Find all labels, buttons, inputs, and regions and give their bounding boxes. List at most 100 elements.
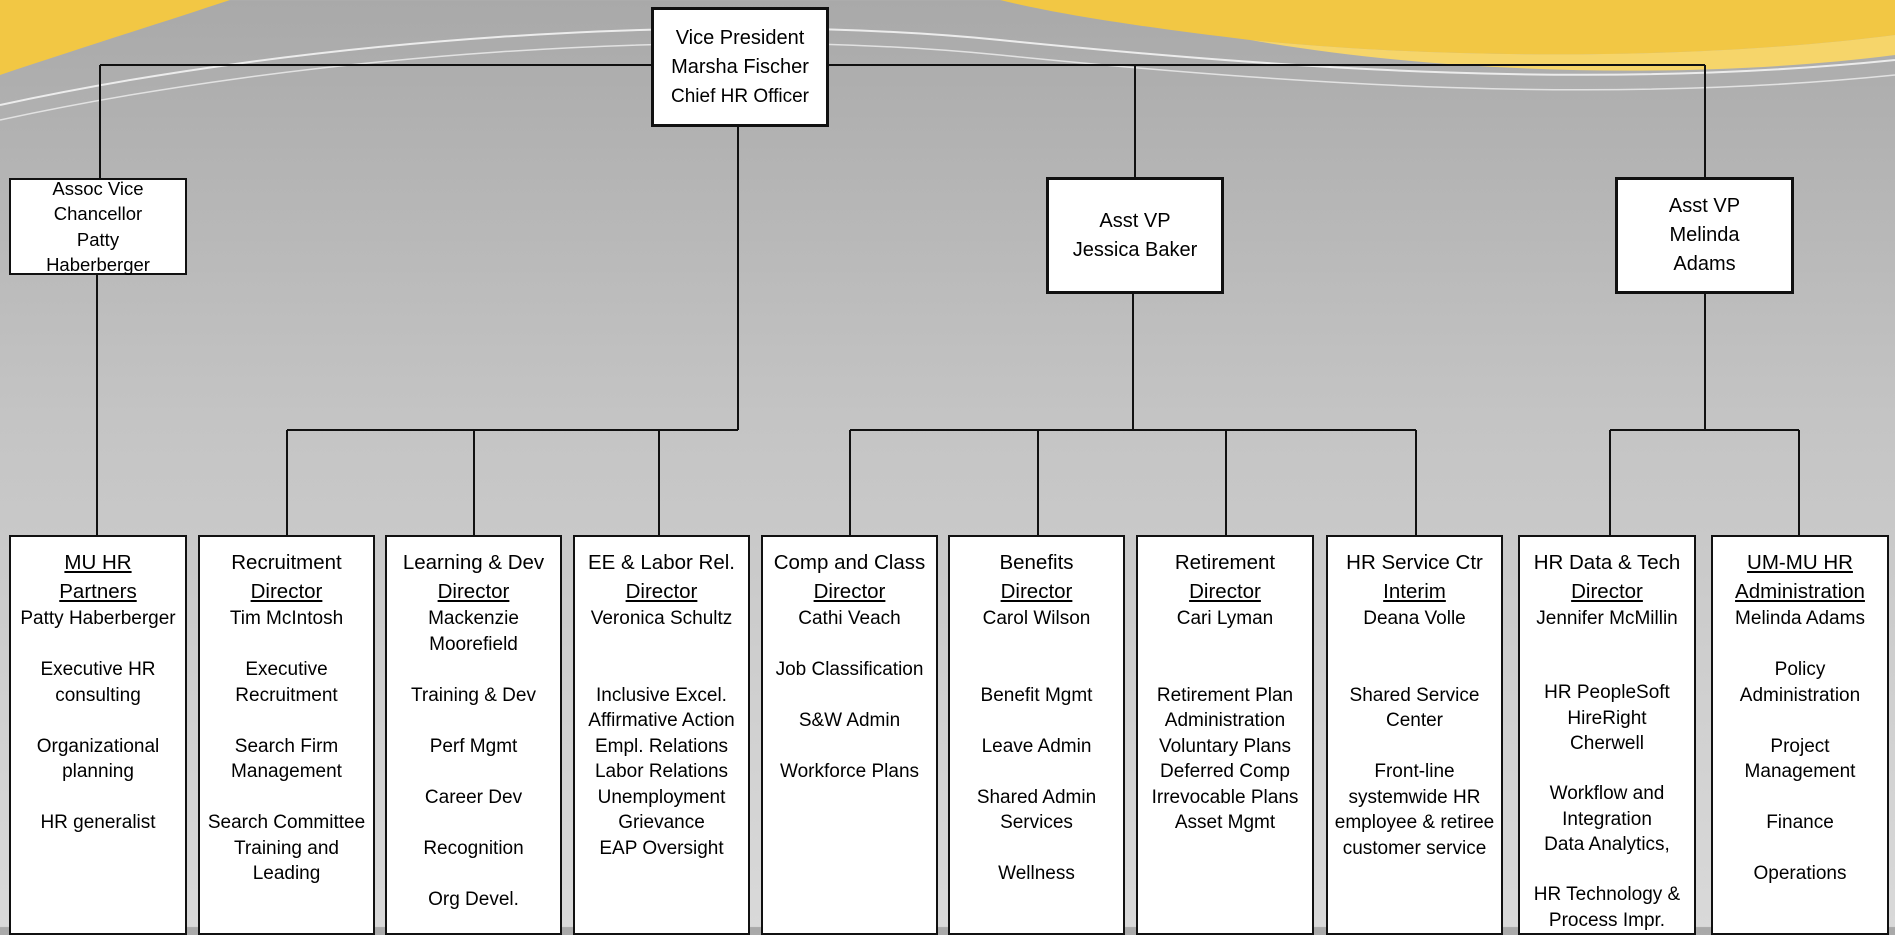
dept-item: Affirmative Action [588, 710, 735, 731]
dept-item: Data Analytics, [1544, 834, 1670, 856]
dept-item: HR generalist [40, 812, 156, 833]
dept-head: Cari Lyman [1176, 608, 1274, 629]
dept-item: Shared Admin Services [976, 786, 1097, 834]
vp-title: Vice President [675, 26, 805, 49]
dept-title: Learning & Dev [402, 551, 545, 574]
dept-head: Carol Wilson [982, 608, 1091, 629]
dept-item: EAP Oversight [599, 837, 724, 859]
dept-head: Veronica Schultz [590, 608, 733, 629]
dept-item: Search Committee Training and Leading [207, 812, 366, 884]
dept-title: EE & Labor Rel. [588, 551, 735, 574]
avp-adams-box: Asst VP Melinda Adams [1615, 177, 1794, 294]
dept-item: Retirement Plan Administration [1156, 684, 1294, 732]
dept-item: Workflow and Integration [1549, 783, 1665, 830]
dept-item: Operations [1753, 863, 1847, 884]
avp-baker-name: Jessica Baker [1072, 238, 1198, 261]
dept-item: Unemployment [597, 786, 726, 808]
avp-adams-name-2: Adams [1673, 253, 1736, 275]
dept-head: Patty Haberberger [20, 608, 176, 629]
avc-line-3: Patty [76, 228, 120, 250]
dept-role: Interim [1383, 579, 1446, 603]
dept-item: Labor Relations [594, 761, 729, 782]
dept-item: Search Firm Management [231, 735, 342, 783]
swoosh-line-2 [0, 42, 1895, 121]
dept-role: Director [813, 579, 886, 603]
dept-item: Perf Mgmt [429, 735, 518, 757]
dept-item: Training & Dev [411, 684, 536, 706]
dept-item: Recognition [423, 837, 524, 859]
dept-item: Executive Recruitment [235, 659, 338, 706]
dept-head: Cathi Veach [798, 608, 901, 629]
gold-swoosh-right-light [1250, 35, 1895, 71]
dept-item: Finance [1766, 812, 1834, 833]
dept-item: Empl. Relations [594, 735, 729, 757]
dept-item: Voluntary Plans [1158, 735, 1292, 757]
dept-item: Org Devel. [428, 888, 519, 910]
dept-title: Recruitment [231, 551, 342, 574]
dept-title: Comp and Class [773, 551, 926, 574]
dept-head: Melinda Adams [1735, 608, 1865, 629]
dept-item: Shared Service Center [1349, 684, 1480, 732]
avp-adams-name-1: Melinda [1669, 224, 1740, 246]
avp-baker-title: Asst VP [1099, 209, 1171, 232]
dept-role: Director [1000, 579, 1073, 603]
dept-item: Front-line systemwide HR employee & reti… [1334, 761, 1495, 859]
dept-title: HR Data & Tech [1533, 551, 1681, 574]
gold-swoosh-right [1000, 0, 1895, 55]
vp-role: Chief HR Officer [671, 85, 809, 107]
dept-title: UM-MU HR [1747, 551, 1853, 574]
dept-item: Executive HR consulting [40, 659, 156, 706]
vp-box: Vice President Marsha Fischer Chief HR O… [651, 7, 829, 127]
dept-item: Organizational planning [36, 735, 160, 783]
dept-item: Benefit Mgmt [980, 684, 1093, 706]
vp-name: Marsha Fischer [671, 55, 809, 78]
dept-head: Jennifer McMillin [1536, 608, 1678, 629]
dept-item: S&W Admin [798, 710, 901, 731]
dept-item: Inclusive Excel. [596, 684, 727, 706]
dept-title: Benefits [999, 551, 1074, 574]
dept-title-2: Administration [1735, 579, 1865, 603]
dept-item: Wellness [998, 863, 1075, 884]
dept-head: Mackenzie Moorefield [428, 608, 519, 655]
swoosh-line-1 [0, 27, 1895, 106]
dept-title: HR Service Ctr [1346, 551, 1483, 574]
dept-item: Cherwell [1570, 733, 1644, 755]
dept-item: HR PeopleSoft [1544, 682, 1670, 704]
dept-role: Director [1571, 579, 1643, 603]
dept-item: HR Technology & Process Impr. [1533, 884, 1681, 931]
avc-box: Assoc Vice Chancellor Patty Haberberger [9, 178, 187, 275]
dept-item: Job Classification [775, 659, 924, 680]
dept-title: Retirement [1174, 551, 1276, 574]
dept-item: Career Dev [424, 786, 523, 808]
dept-title-2: Partners [59, 579, 137, 603]
avc-line-4: Haberberger [46, 254, 150, 275]
dept-item: Leave Admin [981, 735, 1092, 757]
avp-adams-title: Asst VP [1668, 195, 1741, 217]
dept-head: Deana Volle [1363, 608, 1466, 629]
dept-role: Director [1189, 579, 1261, 603]
dept-role: Director [437, 579, 510, 603]
dept-head: Tim McIntosh [229, 608, 344, 629]
dept-role: Director [250, 579, 323, 603]
avc-line-1: Assoc Vice [52, 177, 144, 199]
dept-role: Director [625, 579, 698, 603]
dept-item: HireRight [1567, 707, 1647, 729]
dept-item: Asset Mgmt [1174, 812, 1276, 833]
dept-item: Irrevocable Plans [1151, 786, 1299, 808]
avp-baker-box: Asst VP Jessica Baker [1046, 177, 1224, 294]
dept-item: Deferred Comp [1160, 761, 1290, 782]
dept-item: Policy Administration [1739, 659, 1861, 706]
dept-item: Project Management [1744, 735, 1856, 783]
dept-title: MU HR [64, 551, 132, 574]
